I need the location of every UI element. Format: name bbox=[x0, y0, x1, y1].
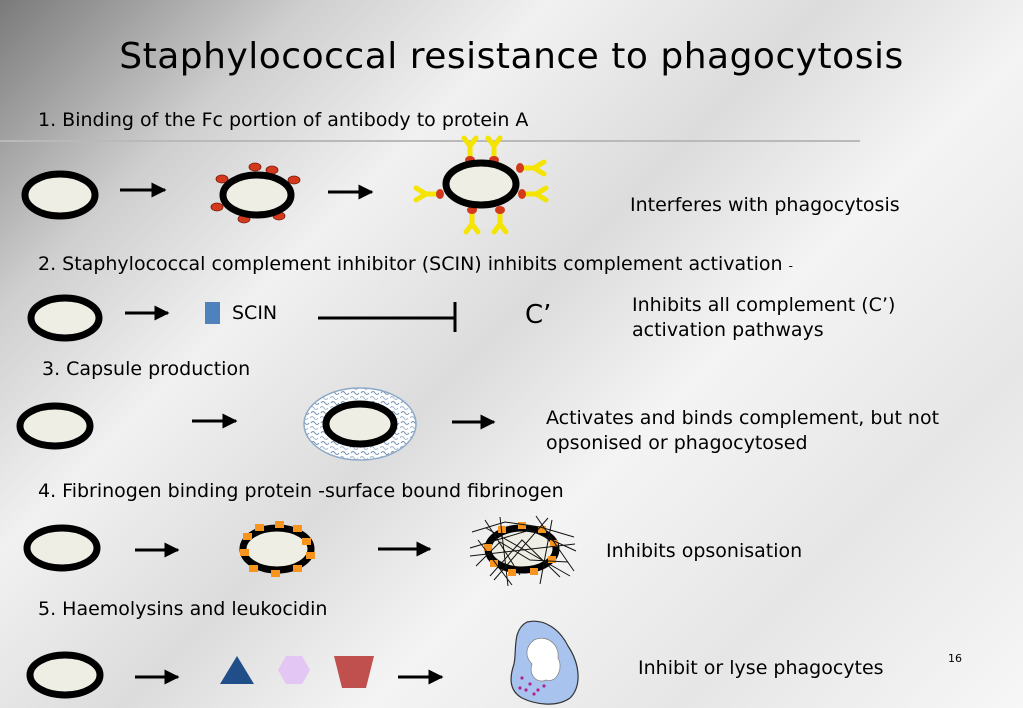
bacterium-cell bbox=[23, 524, 101, 572]
toxin-trapezoid bbox=[334, 656, 374, 688]
step-4-outcome: Inhibits opsonisation bbox=[606, 540, 803, 562]
slide-title: Staphylococcal resistance to phagocytosi… bbox=[119, 36, 904, 77]
bacterium-with-capsule bbox=[303, 387, 417, 461]
slide-number: 16 bbox=[948, 652, 962, 665]
step-2-heading: 2. Staphylococcal complement inhibitor (… bbox=[38, 253, 793, 275]
scin-molecule bbox=[205, 302, 220, 324]
lysed-phagocyte bbox=[510, 620, 579, 705]
fibrinogen-binding-protein bbox=[240, 521, 315, 577]
phagocyte-granules bbox=[518, 676, 546, 696]
step-5-heading: 5. Haemolysins and leukocidin bbox=[38, 598, 328, 620]
bacterium-cell bbox=[27, 294, 103, 342]
toxin-triangle bbox=[220, 656, 254, 684]
toxin-hexagon bbox=[278, 656, 310, 684]
fibrinogen-binding-protein bbox=[484, 522, 558, 576]
bacterium-protein-a bbox=[210, 162, 301, 224]
bacterium-bound-antibodies bbox=[413, 135, 549, 235]
step-2-outcome-line2: activation pathways bbox=[632, 319, 824, 341]
title-divider bbox=[0, 140, 860, 142]
step-3-outcome: Activates and binds complement, but not … bbox=[546, 406, 939, 456]
fibrinogen-strands bbox=[469, 515, 577, 587]
phagocyte-nucleus bbox=[526, 637, 561, 682]
bacterium-cell bbox=[16, 402, 94, 450]
step-2-heading-suffix: - bbox=[788, 259, 793, 273]
bacterium-cell bbox=[21, 170, 99, 220]
step-3-outcome-line2: opsonised or phagocytosed bbox=[546, 432, 808, 454]
step-4-heading: 4. Fibrinogen binding protein -surface b… bbox=[38, 480, 564, 502]
step-2-heading-text: 2. Staphylococcal complement inhibitor (… bbox=[38, 253, 783, 275]
step-1-outcome: Interferes with phagocytosis bbox=[630, 194, 900, 216]
scin-label: SCIN bbox=[232, 302, 278, 324]
bacterium-cell bbox=[26, 651, 104, 699]
step-5-outcome: Inhibit or lyse phagocytes bbox=[638, 657, 884, 679]
step-3-heading: 3. Capsule production bbox=[42, 358, 251, 380]
step-3-outcome-line1: Activates and binds complement, but not bbox=[546, 407, 940, 429]
step-1-heading: 1. Binding of the Fc portion of antibody… bbox=[38, 109, 529, 131]
step-2-outcome: Inhibits all complement (C’) activation … bbox=[632, 293, 895, 343]
step-2-outcome-line1: Inhibits all complement (C’) bbox=[632, 294, 896, 316]
bacterium-fibrinogen-binding bbox=[239, 521, 315, 577]
bacterium-fibrinogen-coated bbox=[469, 515, 577, 587]
complement-symbol: C’ bbox=[525, 300, 552, 330]
